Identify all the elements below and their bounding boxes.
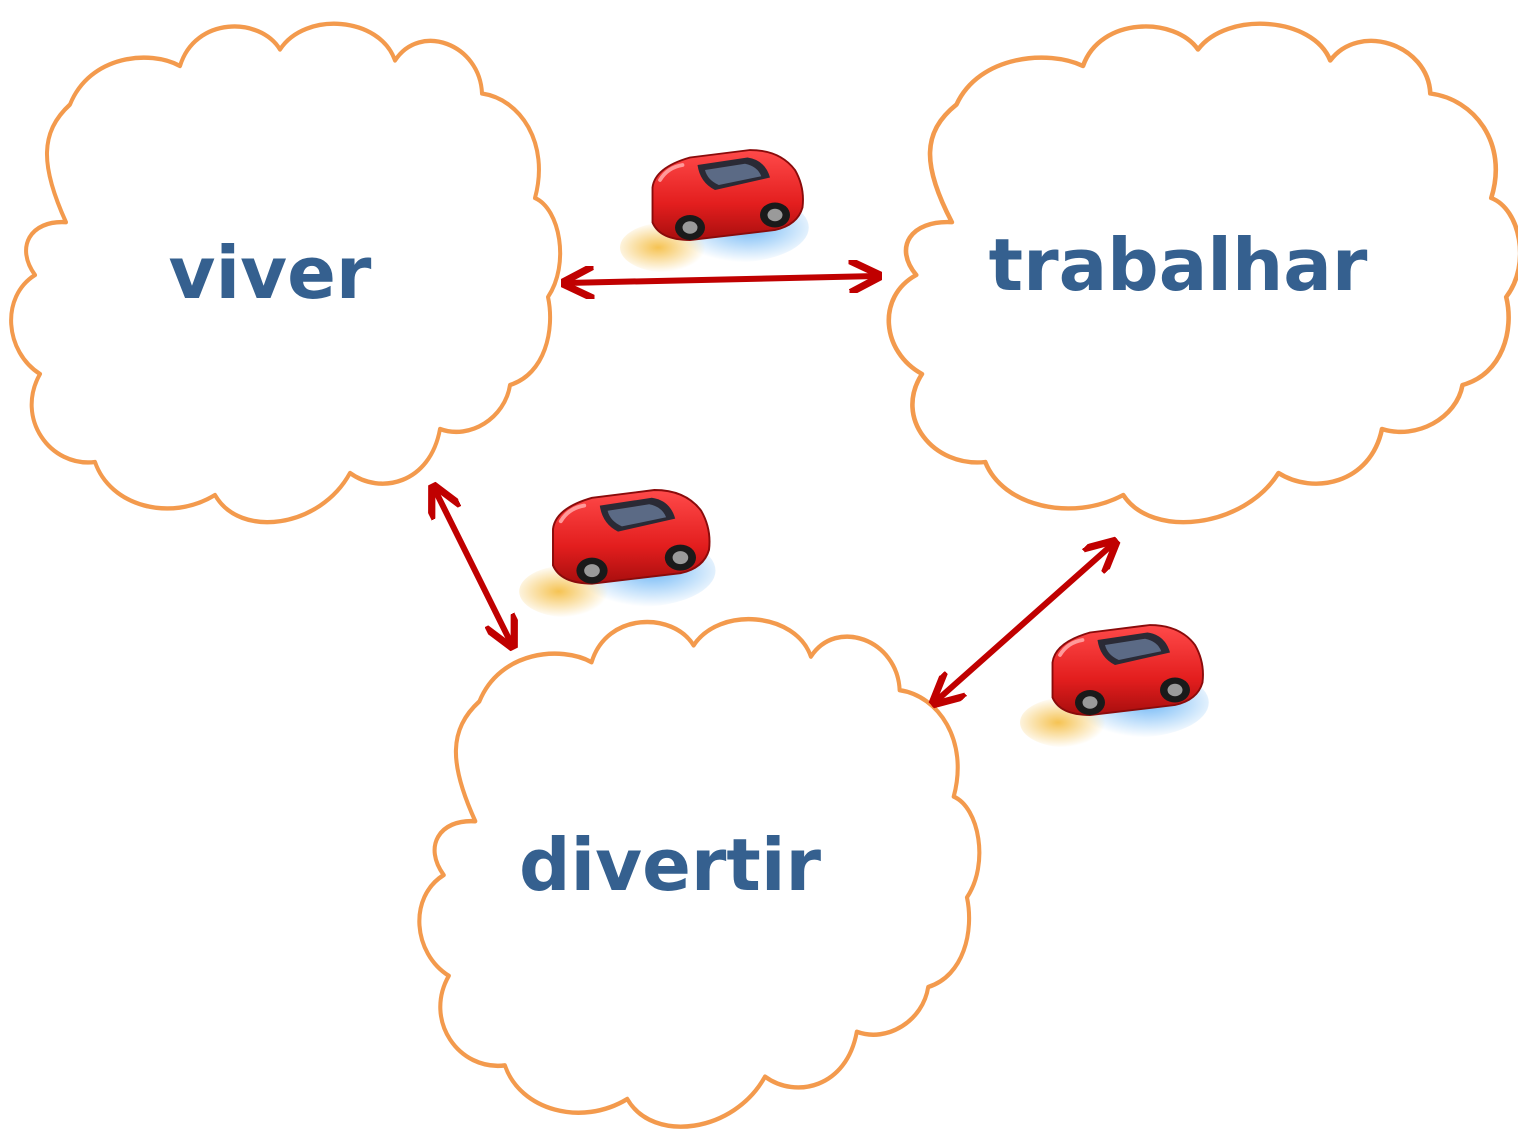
arrow-viver-trabalhar [566,276,877,283]
cloud-divertir: divertir [419,619,979,1126]
arrow-viver-divertir [434,488,512,645]
cloud-label-trabalhar: trabalhar [989,223,1368,307]
arrow-trabalhar-divertir [935,543,1114,702]
cloud-label-viver: viver [169,231,372,315]
cloud-viver: viver [11,24,560,522]
red-car-icon [517,488,718,620]
red-car-icon [1018,623,1211,750]
cloud-label-divertir: divertir [519,823,822,907]
red-car-icon [618,148,811,275]
cloud-trabalhar: trabalhar [889,24,1518,522]
